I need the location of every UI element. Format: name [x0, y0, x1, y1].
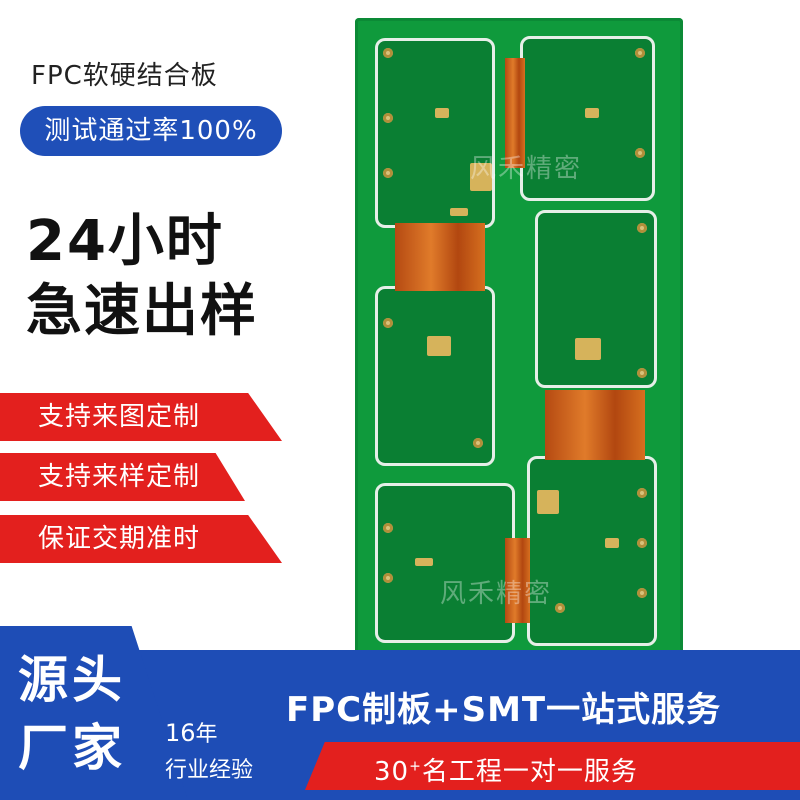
hero-title-line2: 急速出样 [26, 279, 258, 344]
engineer-service-label: 30+名工程一对一服务 [374, 751, 638, 788]
pcb-panel [375, 38, 495, 228]
pcb-hole [383, 318, 393, 328]
engineer-banner [305, 742, 800, 790]
engineer-count: 30 [374, 757, 410, 787]
pcb-hole [383, 523, 393, 533]
feature-banner-sample: 支持来样定制 [0, 453, 245, 501]
pcb-panel [375, 483, 515, 643]
pcb-watermark-top: 风禾精密 [470, 154, 583, 184]
engineer-text: 名工程一对一服务 [421, 757, 638, 787]
pcb-hole [637, 538, 647, 548]
pcb-pad [427, 336, 451, 356]
pcb-panel [527, 456, 657, 646]
pcb-panel [535, 210, 657, 388]
flex-strip [395, 223, 485, 291]
product-line-label: FPC软硬结合板 [31, 61, 218, 91]
pcb-pad [470, 163, 492, 191]
pcb-pad [575, 338, 601, 360]
flex-strip [505, 58, 525, 168]
pcb-watermark-bottom: 风禾精密 [440, 579, 553, 609]
industry-experience-label: 行业经验 [165, 758, 254, 783]
pcb-pad [537, 490, 559, 514]
pcb-pad [585, 108, 599, 118]
pcb-hole [637, 223, 647, 233]
pcb-hole [383, 168, 393, 178]
years-label: 16年 [165, 716, 218, 748]
engineer-plus: + [409, 758, 422, 775]
hero-title-line1: 24小时 [26, 209, 224, 274]
pcb-hole [637, 488, 647, 498]
feature-banner-drawing: 支持来图定制 [0, 393, 282, 441]
years-number: 16 [165, 719, 196, 747]
pcb-hole [635, 148, 645, 158]
source-factory-line1: 源头 [18, 651, 126, 709]
pcb-pad [415, 558, 433, 566]
pcb-pad [450, 208, 468, 216]
pcb-hole [383, 573, 393, 583]
pcb-board-image: 风禾精密 风禾精密 [355, 18, 683, 658]
source-factory-line2: 厂家 [18, 719, 126, 777]
pcb-hole [635, 48, 645, 58]
service-title: FPC制板+SMT一站式服务 [286, 690, 722, 730]
years-unit: 年 [195, 722, 218, 747]
pcb-pad [605, 538, 619, 548]
pcb-hole [473, 438, 483, 448]
pcb-hole [637, 588, 647, 598]
pcb-pad [435, 108, 449, 118]
flex-strip [545, 390, 645, 460]
pcb-hole [555, 603, 565, 613]
pcb-hole [637, 368, 647, 378]
feature-banner-delivery: 保证交期准时 [0, 515, 282, 563]
pcb-hole [383, 48, 393, 58]
pcb-hole [383, 113, 393, 123]
pass-rate-badge: 测试通过率100% [20, 106, 282, 156]
pcb-panel [375, 286, 495, 466]
flex-strip [505, 538, 530, 623]
